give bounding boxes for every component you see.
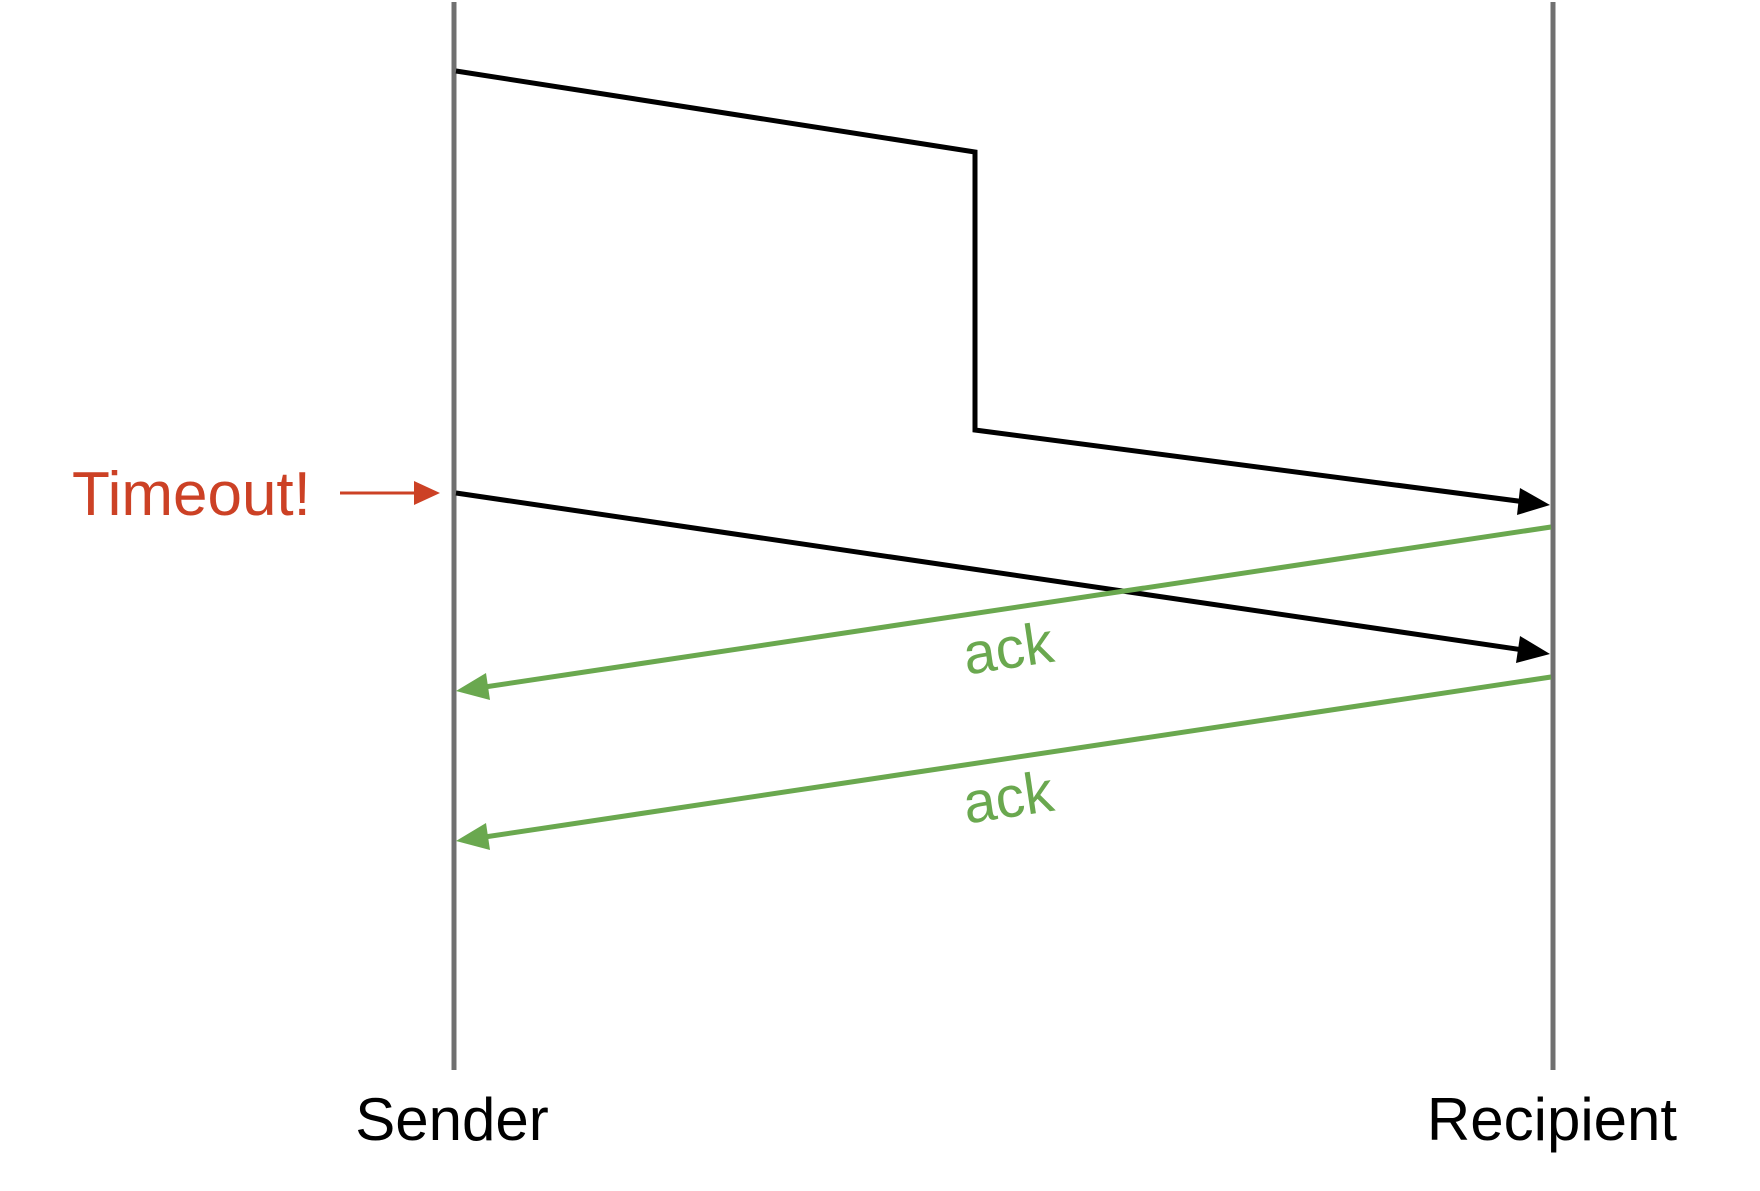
- ack-label-2: ack: [959, 759, 1059, 837]
- retransmitted-data-message: [455, 490, 1531, 654]
- delayed-data-message-arrowhead: [1517, 488, 1550, 515]
- ack-label-1: ack: [959, 610, 1059, 688]
- timeout-arrowhead: [414, 481, 440, 505]
- recipient-label: Recipient: [1427, 1086, 1677, 1153]
- timeout-label: Timeout!: [72, 460, 311, 529]
- ack-message-1-arrowhead: [456, 673, 490, 700]
- ack-message-2-arrowhead: [456, 823, 490, 850]
- sender-label: Sender: [355, 1086, 548, 1153]
- delayed-data-message: [455, 68, 1534, 507]
- retransmitted-data-message-arrowhead: [1516, 636, 1550, 663]
- ack-message-2: [477, 674, 1552, 841]
- ack-message-1: [477, 524, 1552, 691]
